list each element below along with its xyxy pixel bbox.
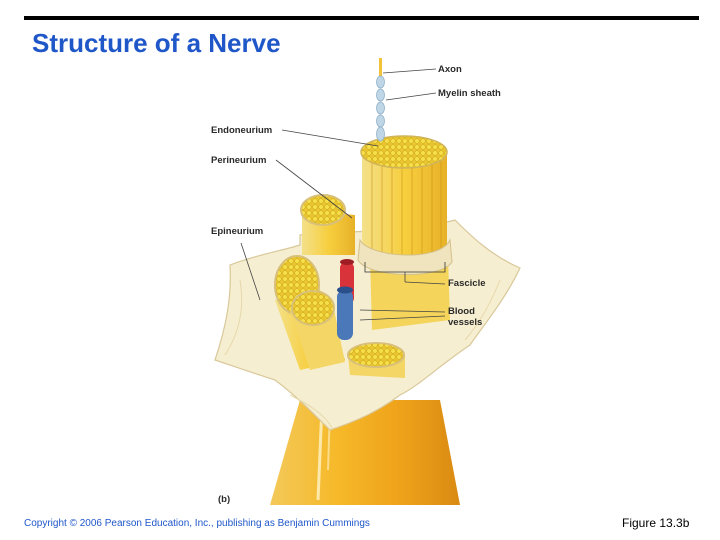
slide-title: Structure of a Nerve (32, 28, 281, 58)
figure-number: Figure 13.3b (622, 516, 690, 530)
label-fascicle: Fascicle (448, 278, 486, 289)
label-axon: Axon (438, 64, 462, 75)
leader-lines (240, 68, 446, 321)
label-blood-vessels-line1: Blood (448, 306, 475, 317)
copyright-text: Copyright © 2006 Pearson Education, Inc.… (24, 518, 370, 529)
title-rule (24, 16, 699, 20)
label-blood-vessels-line2: vessels (448, 317, 482, 328)
fascicle-main (357, 135, 453, 330)
fascicle-inner (290, 290, 345, 370)
fascicle-back (300, 194, 355, 255)
label-perineurium: Perineurium (211, 155, 266, 166)
axon-with-myelin (376, 58, 385, 142)
fascicle-bottom (347, 342, 405, 378)
label-endoneurium: Endoneurium (211, 125, 272, 136)
label-myelin-sheath: Myelin sheath (438, 88, 501, 99)
label-epineurium: Epineurium (211, 226, 263, 237)
panel-label: (b) (218, 494, 230, 505)
blood-vessels (337, 259, 354, 340)
